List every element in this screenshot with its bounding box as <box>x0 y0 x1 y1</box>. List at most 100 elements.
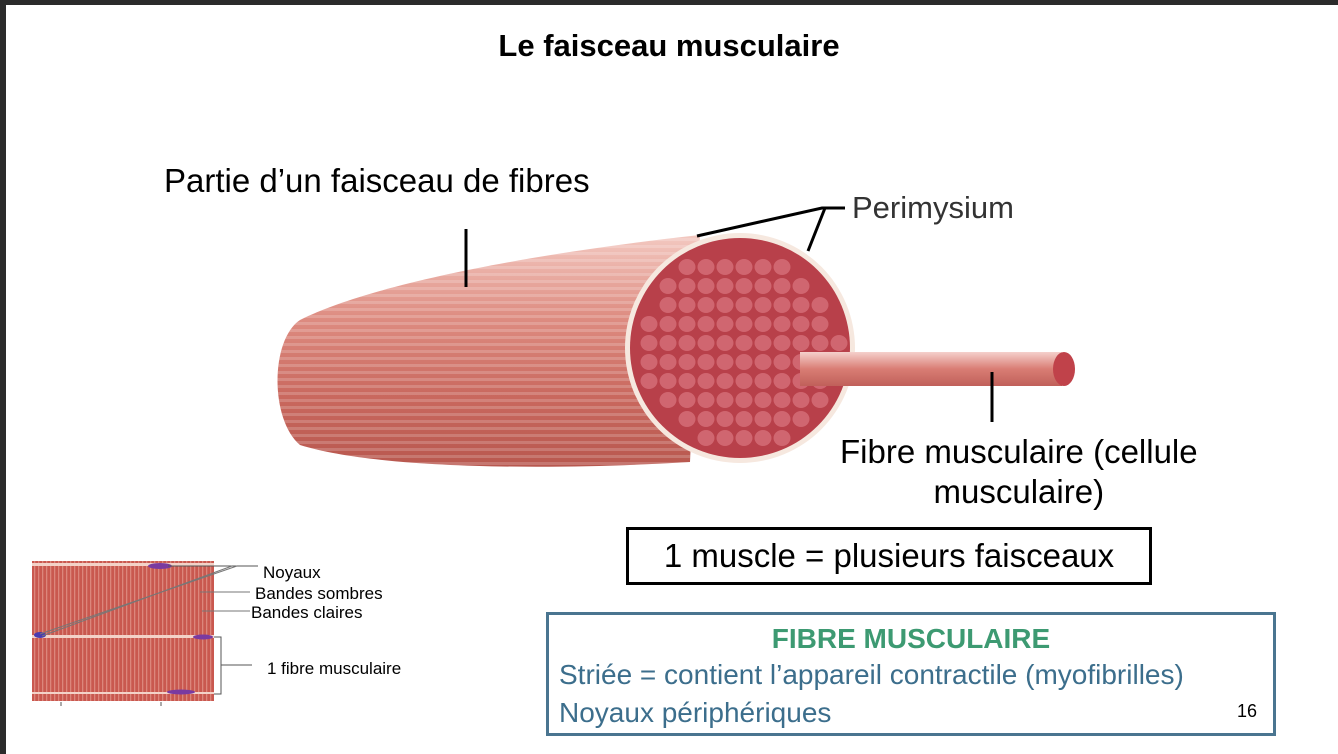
striation <box>58 561 60 701</box>
fiber-cross-section <box>659 354 677 370</box>
striation <box>202 561 204 701</box>
striation <box>190 561 192 701</box>
fiber-cross-section <box>716 335 734 351</box>
striation <box>74 561 76 701</box>
fiber-cross-section <box>697 278 715 294</box>
fiber-cross-section <box>678 297 696 313</box>
striation <box>150 561 152 701</box>
fiber-cross-section <box>754 430 772 446</box>
fiber-cross-section <box>811 297 829 313</box>
fiber-cross-section <box>811 316 829 332</box>
striation <box>162 561 164 701</box>
fiber-cross-section <box>659 316 677 332</box>
fiber-cross-section <box>659 392 677 408</box>
striation <box>118 561 120 701</box>
info-box: FIBRE MUSCULAIRE Striée = contient l’app… <box>546 612 1276 736</box>
label-bandes-sombres: Bandes sombres <box>255 584 383 603</box>
fiber-cross-section <box>773 430 791 446</box>
striation <box>102 561 104 701</box>
fiber-cross-section <box>754 335 772 351</box>
striation <box>46 561 48 701</box>
fiber-cross-section <box>754 259 772 275</box>
fiber-cross-section <box>773 392 791 408</box>
fiber-cross-section <box>678 392 696 408</box>
fiber-label-line2: musculaire) <box>933 473 1105 510</box>
fiber-cross-section <box>640 354 658 370</box>
striation <box>154 561 156 701</box>
fiber-cross-section <box>697 297 715 313</box>
striation <box>210 561 212 701</box>
striation <box>42 561 44 701</box>
fiber-cross-section <box>678 373 696 389</box>
fiber-cross-section <box>773 297 791 313</box>
fiber-cross-section <box>773 354 791 370</box>
striation <box>90 561 92 701</box>
micrograph <box>32 561 258 706</box>
fiber-cross-section <box>792 411 810 427</box>
striation <box>130 561 132 701</box>
striation <box>158 561 160 701</box>
bundle-label: Partie d’un faisceau de fibres <box>164 162 590 199</box>
fiber-cross-section <box>773 411 791 427</box>
striation <box>194 561 196 701</box>
muscle-fiber-label: Fibre musculaire (cellule musculaire) <box>840 432 1198 512</box>
fiber-cross-section <box>754 354 772 370</box>
fiber-cross-section <box>678 335 696 351</box>
striation <box>174 561 176 701</box>
striation <box>98 561 100 701</box>
fiber-cross-section <box>716 392 734 408</box>
label-1-fibre: 1 fibre musculaire <box>267 659 402 678</box>
fiber-cross-section <box>735 316 753 332</box>
fiber-cross-section <box>773 259 791 275</box>
fiber-cross-section <box>659 297 677 313</box>
fiber-cross-section <box>640 316 658 332</box>
fiber-cross-section <box>792 392 810 408</box>
window-frame-left <box>0 0 6 754</box>
fiber-cross-section <box>735 411 753 427</box>
fiber-cross-section <box>735 430 753 446</box>
perimysium-pointer-line-1 <box>696 206 845 238</box>
fiber-cross-section <box>735 373 753 389</box>
striation <box>170 561 172 701</box>
slide-title: Le faisceau musculaire <box>498 28 840 63</box>
fiber-cross-section <box>716 259 734 275</box>
striation <box>66 561 68 701</box>
fiber-cross-section <box>811 335 829 351</box>
fiber-cross-section <box>792 335 810 351</box>
fiber-cross-section <box>754 316 772 332</box>
cross-section-fibers <box>640 259 848 446</box>
striation <box>186 561 188 701</box>
fiber-cross-section <box>697 430 715 446</box>
striation <box>70 561 72 701</box>
fiber-cross-section <box>754 392 772 408</box>
fiber-cross-section <box>716 411 734 427</box>
nucleus <box>193 634 213 640</box>
fiber-cross-section <box>792 316 810 332</box>
fiber-cross-section <box>697 373 715 389</box>
striation <box>146 561 148 701</box>
fiber-cross-section <box>697 316 715 332</box>
page-number: 16 <box>1237 701 1258 721</box>
nucleus <box>148 563 172 569</box>
info-box-title: FIBRE MUSCULAIRE <box>771 623 1051 654</box>
striation <box>142 561 144 701</box>
fiber-cross-section <box>716 373 734 389</box>
striation <box>34 561 36 701</box>
fiber-cross-section <box>716 316 734 332</box>
striation <box>110 561 112 701</box>
fiber-cross-section <box>735 278 753 294</box>
fiber-cross-section <box>735 335 753 351</box>
fiber-cross-section <box>735 259 753 275</box>
striation <box>78 561 80 701</box>
fiber-cross-section <box>754 278 772 294</box>
striation <box>134 561 136 701</box>
perimysium-pointer-line-2 <box>806 207 827 252</box>
fiber-cross-section <box>678 278 696 294</box>
striation <box>38 561 40 701</box>
striation <box>126 561 128 701</box>
fiber-cross-section <box>773 278 791 294</box>
striation <box>50 561 52 701</box>
fiber-cross-section <box>697 392 715 408</box>
fiber-cross-section <box>659 335 677 351</box>
fiber-cross-section <box>716 278 734 294</box>
